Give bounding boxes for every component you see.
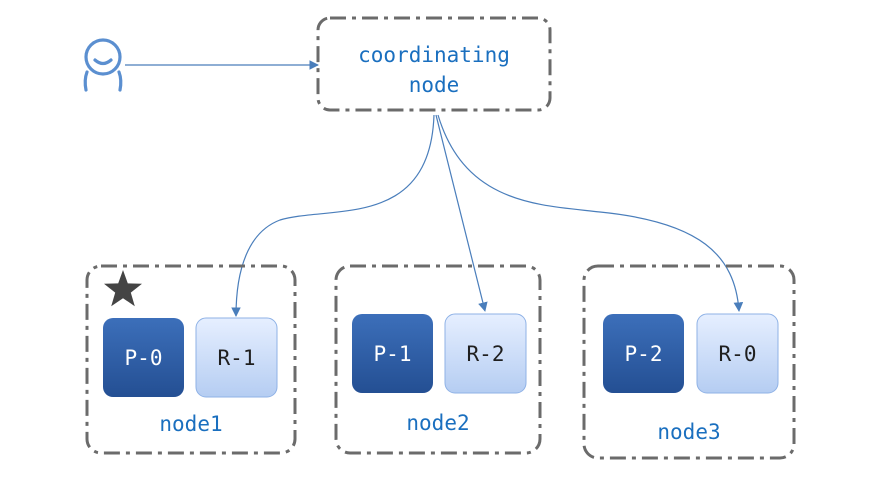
node2-replica-shard <box>444 313 527 394</box>
node2-label: node2 <box>406 411 469 435</box>
coordinating-node-label-line1: coordinating <box>358 43 510 67</box>
node3-frame <box>582 264 796 460</box>
node3-label: node3 <box>657 420 720 444</box>
node3-replica-shard-label: R-0 <box>719 342 757 366</box>
route-arrow-to-node3-replica <box>437 114 744 312</box>
node3-container: P-2 R-0 node3 <box>582 264 796 460</box>
node1-primary-shard-label: P-0 <box>125 346 163 370</box>
node1-label: node1 <box>159 412 222 436</box>
node1-replica-shard <box>195 317 278 398</box>
node3-replica-shard <box>696 313 779 394</box>
node2-replica-shard-label: R-2 <box>467 342 505 366</box>
user-icon <box>83 38 123 92</box>
coordinating-node-frame <box>316 16 552 112</box>
node3-primary-shard-label: P-2 <box>625 342 663 366</box>
star-icon <box>104 270 142 307</box>
node1-replica-shard-label: R-1 <box>218 346 256 370</box>
node2-primary-shard-label: P-1 <box>374 342 412 366</box>
node2-frame <box>334 264 542 455</box>
node3-primary-shard <box>603 314 684 393</box>
node1-primary-shard <box>103 318 184 397</box>
node2-container: P-1 R-2 node2 <box>334 264 542 455</box>
coordinating-node: coordinating node <box>316 16 552 112</box>
coordinating-node-label-line2: node <box>409 73 460 97</box>
node1-frame <box>85 264 297 455</box>
route-arrow-to-node2-replica <box>435 114 488 312</box>
node2-primary-shard <box>352 314 433 393</box>
node1-container: P-0 R-1 node1 <box>85 264 297 455</box>
